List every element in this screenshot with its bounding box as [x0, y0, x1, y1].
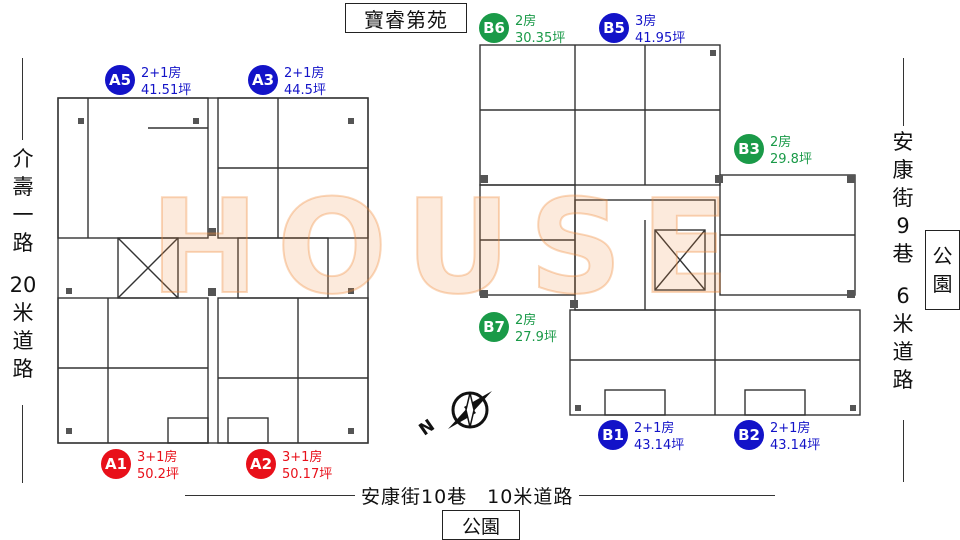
unit-badge: A2 — [246, 449, 276, 479]
building-a-floor-plan — [57, 97, 369, 444]
right-road-char: 街 — [892, 186, 914, 210]
unit-b3: B3 2房 29.8坪 — [734, 134, 812, 168]
unit-area: 29.8坪 — [770, 152, 812, 167]
unit-rooms: 2房 — [770, 135, 792, 150]
unit-b5: B5 3房 41.95坪 — [599, 13, 685, 47]
unit-b2: B2 2+1房 43.14坪 — [734, 420, 820, 454]
building-b-floor-plan — [479, 44, 861, 416]
unit-rooms: 2+1房 — [770, 421, 811, 436]
left-road-char: 路 — [12, 231, 34, 255]
right-park-label: 公園 — [925, 230, 960, 310]
unit-area: 41.51坪 — [141, 83, 192, 98]
right-road-char: 安 — [892, 130, 914, 154]
unit-area: 50.2坪 — [137, 467, 179, 482]
unit-area: 41.95坪 — [635, 31, 686, 46]
unit-badge: A1 — [101, 449, 131, 479]
unit-rooms: 3房 — [635, 14, 657, 29]
unit-badge: A5 — [105, 65, 135, 95]
left-road-char: 道 — [12, 329, 34, 353]
left-road-char: 一 — [12, 203, 34, 227]
left-road-line-top — [22, 58, 23, 140]
building-name-label: 寶睿第苑 — [345, 3, 467, 33]
unit-rooms: 2+1房 — [141, 66, 182, 81]
left-road-char: 介 — [12, 147, 34, 171]
unit-badge: B1 — [598, 420, 628, 450]
unit-area: 50.17坪 — [282, 467, 333, 482]
unit-a5: A5 2+1房 41.51坪 — [105, 65, 191, 99]
unit-rooms: 3+1房 — [282, 450, 323, 465]
bottom-road-label: 安康街10巷 10米道路 — [355, 482, 580, 509]
unit-b6: B6 2房 30.35坪 — [479, 13, 565, 47]
right-road-char: 康 — [892, 158, 914, 182]
left-road-line-bottom — [22, 405, 23, 483]
right-road-char: 6 — [896, 284, 910, 308]
right-road-label: 安康街 9 巷 6 米道路 — [888, 128, 918, 394]
unit-badge: B6 — [479, 13, 509, 43]
unit-area: 43.14坪 — [634, 438, 685, 453]
watermark-logo: HOUSE — [149, 171, 748, 323]
unit-area: 30.35坪 — [515, 31, 566, 46]
left-road-char: 20 — [9, 273, 37, 297]
unit-a3: A3 2+1房 44.5坪 — [248, 65, 326, 99]
right-road-char: 路 — [892, 368, 914, 392]
unit-rooms: 2+1房 — [634, 421, 675, 436]
bottom-park-label: 公園 — [442, 510, 520, 540]
right-road-char: 9 — [896, 214, 910, 238]
right-road-char: 道 — [892, 340, 914, 364]
unit-badge: B2 — [734, 420, 764, 450]
unit-badge: B7 — [479, 312, 509, 342]
unit-badge: B3 — [734, 134, 764, 164]
unit-rooms: 3+1房 — [137, 450, 178, 465]
unit-area: 44.5坪 — [284, 83, 326, 98]
right-road-char: 巷 — [892, 242, 914, 266]
unit-b7: B7 2房 27.9坪 — [479, 312, 557, 346]
right-park-char: 公 — [932, 244, 953, 268]
right-road-line-bottom — [903, 420, 904, 482]
compass-icon — [448, 391, 492, 429]
unit-area: 43.14坪 — [770, 438, 821, 453]
unit-badge: A3 — [248, 65, 278, 95]
right-park-char: 園 — [932, 272, 953, 296]
unit-a2: A2 3+1房 50.17坪 — [246, 449, 332, 483]
left-road-char: 路 — [12, 357, 34, 381]
unit-b1: B1 2+1房 43.14坪 — [598, 420, 684, 454]
unit-rooms: 2房 — [515, 313, 537, 328]
left-road-char: 米 — [12, 301, 34, 325]
unit-badge: B5 — [599, 13, 629, 43]
right-road-char: 米 — [892, 312, 914, 336]
right-road-line-top — [903, 58, 904, 126]
unit-rooms: 2+1房 — [284, 66, 325, 81]
unit-a1: A1 3+1房 50.2坪 — [101, 449, 179, 483]
unit-rooms: 2房 — [515, 14, 537, 29]
unit-area: 27.9坪 — [515, 330, 557, 345]
left-road-char: 壽 — [12, 175, 34, 199]
